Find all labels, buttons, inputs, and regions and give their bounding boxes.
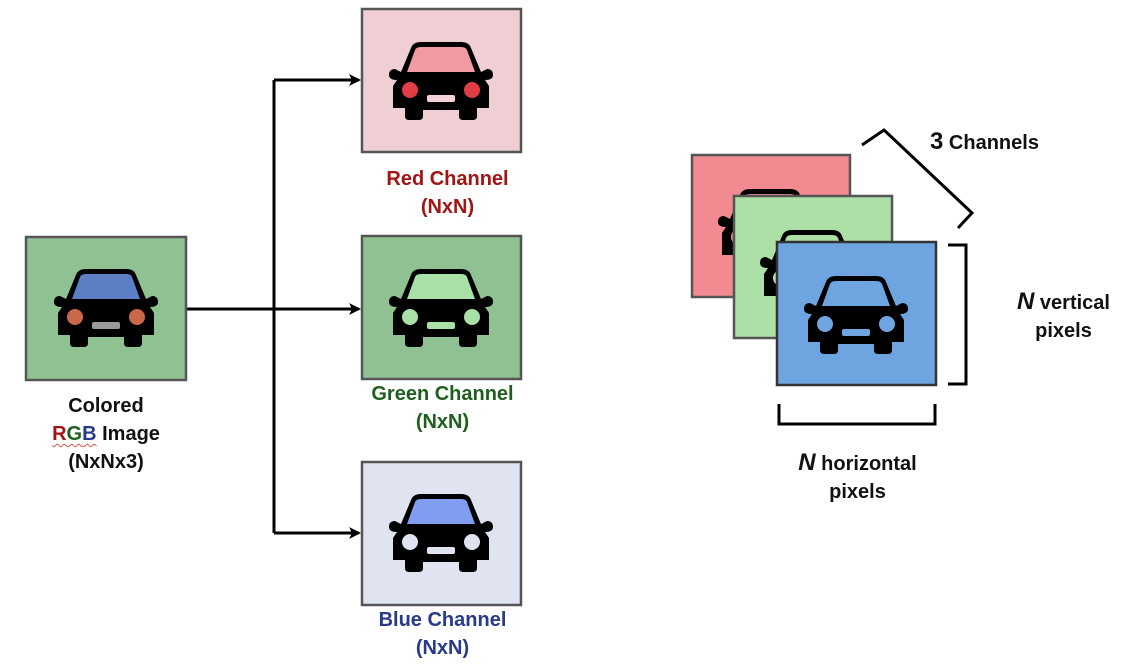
- green-channel-size: (NxN): [415, 411, 470, 433]
- red-channel-name: Red Channel: [386, 168, 509, 190]
- blue-channel-label: Blue Channel (NxN): [335, 606, 550, 662]
- red-channel-size: (NxN): [420, 196, 475, 218]
- channels-count-label: 3 Channels: [930, 128, 1090, 157]
- horizontal-n: N: [798, 449, 816, 476]
- green-channel-label: Green Channel (NxN): [340, 380, 545, 436]
- channels-bracket: [861, 128, 975, 230]
- source-label-size: (NxNx3): [68, 451, 144, 473]
- rgb-letter-r: R: [52, 423, 67, 445]
- channel-stack: [690, 153, 938, 387]
- source-label-line2: RGB Image: [20, 420, 192, 448]
- source-image: [24, 235, 188, 382]
- horizontal-pixels-label: N horizontal pixels: [770, 449, 945, 506]
- vertical-n: N: [1017, 288, 1035, 315]
- red-channel-box: [360, 7, 523, 154]
- car-icon: [54, 269, 158, 347]
- dimension-brackets: [777, 128, 975, 426]
- red-channel-label: Red Channel (NxN): [340, 165, 555, 221]
- split-connectors: [187, 74, 361, 539]
- blue-channel-image: [360, 460, 523, 607]
- rgb-letter-b: B: [82, 423, 97, 445]
- green-channel-box: [360, 234, 523, 381]
- vertical-bracket: [948, 243, 968, 386]
- blue-channel-name: Blue Channel: [378, 609, 507, 631]
- channels-count-word: Channels: [943, 132, 1039, 154]
- car-icon: [389, 42, 493, 120]
- vertical-pixels-label: N vertical pixels: [996, 288, 1131, 345]
- green-channel-name: Green Channel: [371, 383, 514, 405]
- red-channel-image: [360, 7, 523, 154]
- horizontal-pixels-word: pixels: [829, 481, 886, 503]
- rgb-letter-g: G: [66, 423, 83, 445]
- source-label-image-word: Image: [96, 423, 160, 445]
- source-label-line1: Colored: [68, 395, 144, 417]
- car-icon: [389, 269, 493, 347]
- vertical-word: vertical: [1034, 292, 1110, 314]
- source-label: Colored RGB Image (NxNx3): [20, 392, 192, 476]
- green-channel-image: [360, 234, 523, 381]
- horizontal-bracket: [777, 404, 937, 426]
- car-icon: [804, 276, 908, 354]
- channels-count-number: 3: [930, 128, 944, 155]
- blue-channel-size: (NxN): [415, 637, 470, 659]
- car-icon: [389, 494, 493, 572]
- vertical-pixels-word: pixels: [1035, 320, 1092, 342]
- horizontal-word: horizontal: [815, 453, 917, 475]
